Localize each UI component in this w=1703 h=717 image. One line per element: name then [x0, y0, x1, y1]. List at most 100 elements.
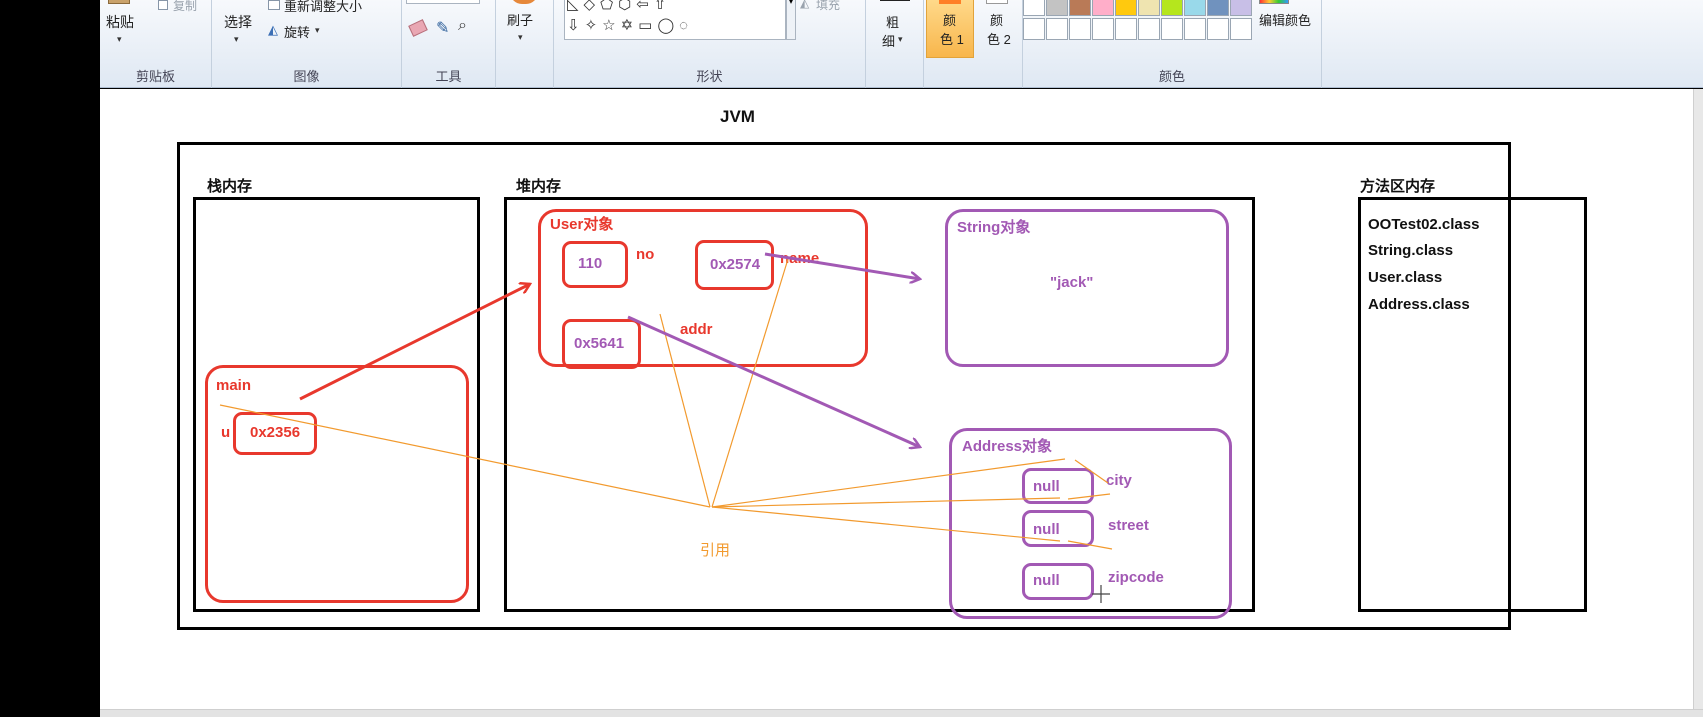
palette-swatch[interactable] — [1092, 0, 1114, 16]
palette-swatch-empty[interactable] — [1115, 18, 1137, 40]
tools-group-label: 工具 — [435, 69, 462, 84]
color1-button[interactable]: 颜 色 1 — [926, 0, 974, 58]
ribbon: 粘贴 ▾ 复制 剪贴板 选择 ▾ 重新调整大小 ◭ 旋转 ▾ 图像 ✎ ⌕ 工具 — [100, 0, 1703, 88]
class-item-address: Address.class — [1368, 296, 1470, 313]
user-no-value: 110 — [578, 255, 603, 272]
color2-line2: 色 2 — [987, 32, 1011, 47]
main-frame-box — [205, 365, 469, 603]
user-no-box — [562, 241, 628, 288]
color2-button[interactable]: 颜 色 2 — [974, 0, 1022, 58]
string-object-box — [945, 209, 1229, 367]
paste-dropdown-icon[interactable]: ▾ — [117, 34, 122, 44]
palette-swatch[interactable] — [1207, 0, 1229, 16]
address-zipcode-box — [1022, 563, 1094, 600]
canvas-area[interactable]: JVM 栈内存 main u 0x2356 堆内存 User对象 110 no … — [100, 89, 1703, 717]
method-area-box — [1358, 197, 1587, 612]
palette-swatch-empty[interactable] — [1023, 18, 1045, 40]
heap-label: 堆内存 — [516, 178, 562, 195]
palette-swatch[interactable] — [1046, 0, 1068, 16]
palette-swatch-empty[interactable] — [1069, 18, 1091, 40]
user-addr-label: addr — [680, 321, 713, 338]
palette-swatch[interactable] — [1161, 0, 1183, 16]
brushes-dropdown-icon[interactable]: ▾ — [518, 32, 523, 42]
brush-icon — [510, 0, 538, 4]
edit-colors-button[interactable]: 编辑颜色 — [1259, 13, 1312, 28]
address-zipcode-value: null — [1033, 572, 1060, 589]
palette-swatch[interactable] — [1023, 0, 1045, 16]
shapes-row-1[interactable]: ◺◇⬠⬡⇦⇧ — [567, 0, 672, 13]
left-black-border — [0, 0, 100, 717]
address-city-name: city — [1106, 472, 1132, 489]
shapes-group: ◺◇⬠⬡⇦⇧ ⇩✧☆✡▭◯◌ ▾ ◭ 填充 形状 — [554, 0, 866, 88]
color1-line1: 颜 — [943, 13, 957, 28]
colors-group-label: 颜色 — [1158, 69, 1185, 84]
class-item-ootest02: OOTest02.class — [1368, 216, 1480, 233]
size-group: 粗 细 ▾ — [866, 0, 924, 88]
class-item-string: String.class — [1368, 242, 1454, 259]
brushes-button[interactable]: 刷子 — [507, 13, 534, 28]
method-area-label: 方法区内存 — [1360, 178, 1436, 195]
shapes-gallery[interactable]: ◺◇⬠⬡⇦⇧ ⇩✧☆✡▭◯◌ — [564, 0, 786, 40]
var-u-value: 0x2356 — [250, 424, 301, 441]
horizontal-scrollbar[interactable] — [100, 709, 1703, 717]
size-button-line2[interactable]: 细 — [882, 34, 896, 49]
rotate-button[interactable]: 旋转 — [284, 25, 311, 40]
copy-icon — [158, 0, 168, 10]
paste-icon — [108, 0, 130, 4]
reference-label: 引用 — [700, 542, 731, 559]
user-no-label: no — [636, 246, 655, 263]
shapes-group-label: 形状 — [696, 69, 723, 84]
brushes-group: 刷子 ▾ — [496, 0, 554, 88]
select-dropdown-icon[interactable]: ▾ — [234, 34, 239, 44]
color2-swatch — [986, 0, 1008, 4]
main-frame-label: main — [216, 377, 252, 394]
fill-button[interactable]: 填充 — [816, 0, 841, 12]
palette-swatch[interactable] — [1115, 0, 1137, 16]
size-line-icon — [880, 0, 910, 1]
palette-swatch-empty[interactable] — [1230, 18, 1252, 40]
size-button-line1[interactable]: 粗 — [886, 15, 900, 30]
palette-swatch-empty[interactable] — [1184, 18, 1206, 40]
address-object-label: Address对象 — [962, 438, 1053, 455]
paste-button[interactable]: 粘贴 — [106, 14, 134, 30]
size-dropdown-icon[interactable]: ▾ — [898, 34, 903, 44]
image-group: 选择 ▾ 重新调整大小 ◭ 旋转 ▾ 图像 — [212, 0, 402, 88]
user-addr-value: 0x5641 — [574, 335, 625, 352]
rotate-dropdown-icon[interactable]: ▾ — [315, 25, 320, 35]
shapes-scroll[interactable]: ▾ — [786, 0, 796, 40]
palette-swatch[interactable] — [1069, 0, 1091, 16]
palette-swatch-empty[interactable] — [1046, 18, 1068, 40]
image-group-label: 图像 — [293, 69, 320, 84]
palette-swatch-empty[interactable] — [1207, 18, 1229, 40]
colors-group: 编辑颜色 颜色 — [1022, 0, 1322, 88]
shapes-row-2[interactable]: ⇩✧☆✡▭◯◌ — [567, 17, 694, 34]
color1-swatch — [939, 0, 961, 4]
stack-label: 栈内存 — [207, 178, 253, 195]
palette-swatch-empty[interactable] — [1161, 18, 1183, 40]
palette-swatch[interactable] — [1230, 0, 1252, 16]
vertical-scrollbar[interactable] — [1693, 89, 1703, 717]
address-city-value: null — [1033, 478, 1060, 495]
copy-button[interactable]: 复制 — [173, 0, 198, 13]
class-item-user: User.class — [1368, 269, 1443, 286]
address-street-name: street — [1108, 517, 1149, 534]
select-button[interactable]: 选择 — [224, 14, 252, 30]
rotate-icon: ◭ — [268, 22, 278, 37]
color-picker-icon[interactable]: ✎ — [436, 20, 450, 37]
palette-swatch[interactable] — [1138, 0, 1160, 16]
user-name-label: name — [780, 250, 820, 267]
string-object-value: "jack" — [1050, 274, 1094, 291]
clipboard-group: 粘贴 ▾ 复制 剪贴板 — [100, 0, 212, 88]
color2-line1: 颜 — [990, 13, 1004, 28]
resize-button[interactable]: 重新调整大小 — [284, 0, 363, 14]
pencil-fill-text-row — [406, 0, 480, 4]
user-object-label: User对象 — [550, 216, 614, 233]
string-object-label: String对象 — [957, 219, 1031, 236]
magnifier-icon[interactable]: ⌕ — [458, 17, 467, 34]
palette-swatch[interactable] — [1184, 0, 1206, 16]
palette-swatch-empty[interactable] — [1138, 18, 1160, 40]
color1-line2: 色 1 — [940, 32, 964, 47]
palette-swatch-empty[interactable] — [1092, 18, 1114, 40]
eraser-icon[interactable] — [408, 19, 428, 37]
